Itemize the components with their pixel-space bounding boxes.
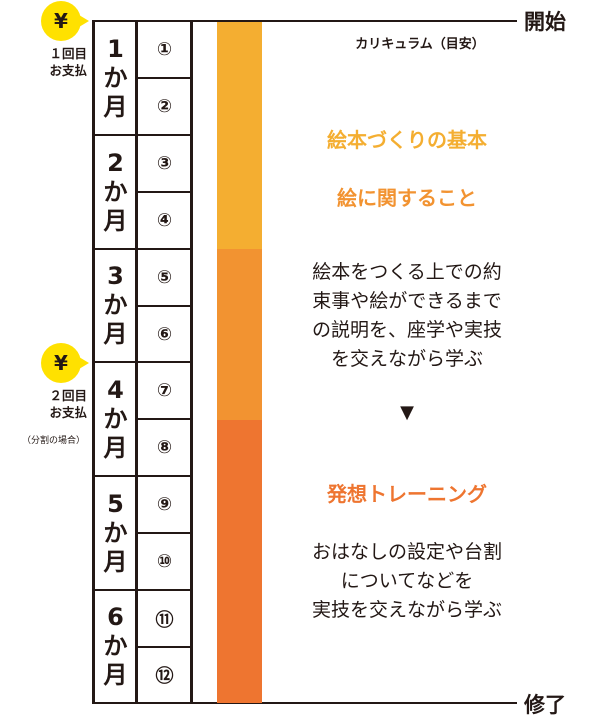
month-divider — [92, 589, 192, 591]
yen-icon: ¥ — [41, 1, 89, 41]
month-divider — [92, 361, 192, 363]
down-arrow-icon: ▼ — [400, 402, 414, 423]
phase1-subtitle: 絵に関すること — [337, 186, 477, 210]
lesson-1: ① — [156, 39, 173, 60]
lesson-divider — [135, 305, 192, 307]
curriculum-label: カリキュラム（目安） — [355, 37, 485, 52]
first-payment-label: １回目 お支払 — [49, 46, 87, 78]
start-line — [92, 20, 517, 22]
lesson-12: ⑫ — [155, 666, 174, 687]
lesson-7: ⑦ — [156, 380, 173, 401]
phase-bar-3 — [217, 420, 262, 703]
phase-bar-2 — [217, 249, 262, 420]
lesson-2: ② — [156, 96, 173, 117]
lesson-8: ⑧ — [156, 437, 173, 458]
lesson-3: ③ — [156, 153, 173, 174]
installment-note: （分割の場合） — [22, 436, 86, 446]
lesson-4: ④ — [156, 210, 173, 231]
lesson-5: ⑤ — [156, 267, 173, 288]
phase1-title: 絵本づくりの基本 — [327, 128, 487, 152]
phase2-title: 発想トレーニング — [327, 482, 487, 506]
yen-icon: ¥ — [41, 343, 89, 383]
start-label: 開始 — [524, 10, 566, 34]
lesson-divider — [135, 191, 192, 193]
lesson-divider — [135, 418, 192, 420]
phase2-description: おはなしの設定や台割 についてなどを 実技を交えながら学ぶ — [311, 541, 502, 621]
lesson-divider — [135, 77, 192, 79]
lesson-9: ⑨ — [156, 494, 173, 515]
month-divider — [92, 134, 192, 136]
phase-bar-1 — [217, 22, 262, 249]
second-payment-label: ２回目 お支払 — [49, 388, 87, 420]
lesson-divider — [135, 646, 192, 648]
lesson-6: ⑥ — [156, 323, 173, 345]
end-line — [92, 702, 517, 704]
month-divider — [92, 248, 192, 250]
month-divider — [92, 475, 192, 477]
lesson-divider — [135, 532, 192, 534]
lesson-10: ⑩ — [156, 551, 173, 572]
lesson-11: ⑪ — [155, 609, 174, 631]
end-label: 修了 — [524, 693, 566, 717]
phase1-description: 絵本をつくる上での約 束事や絵ができるまで の説明を、座学や実技 を交えながら学… — [311, 261, 502, 370]
